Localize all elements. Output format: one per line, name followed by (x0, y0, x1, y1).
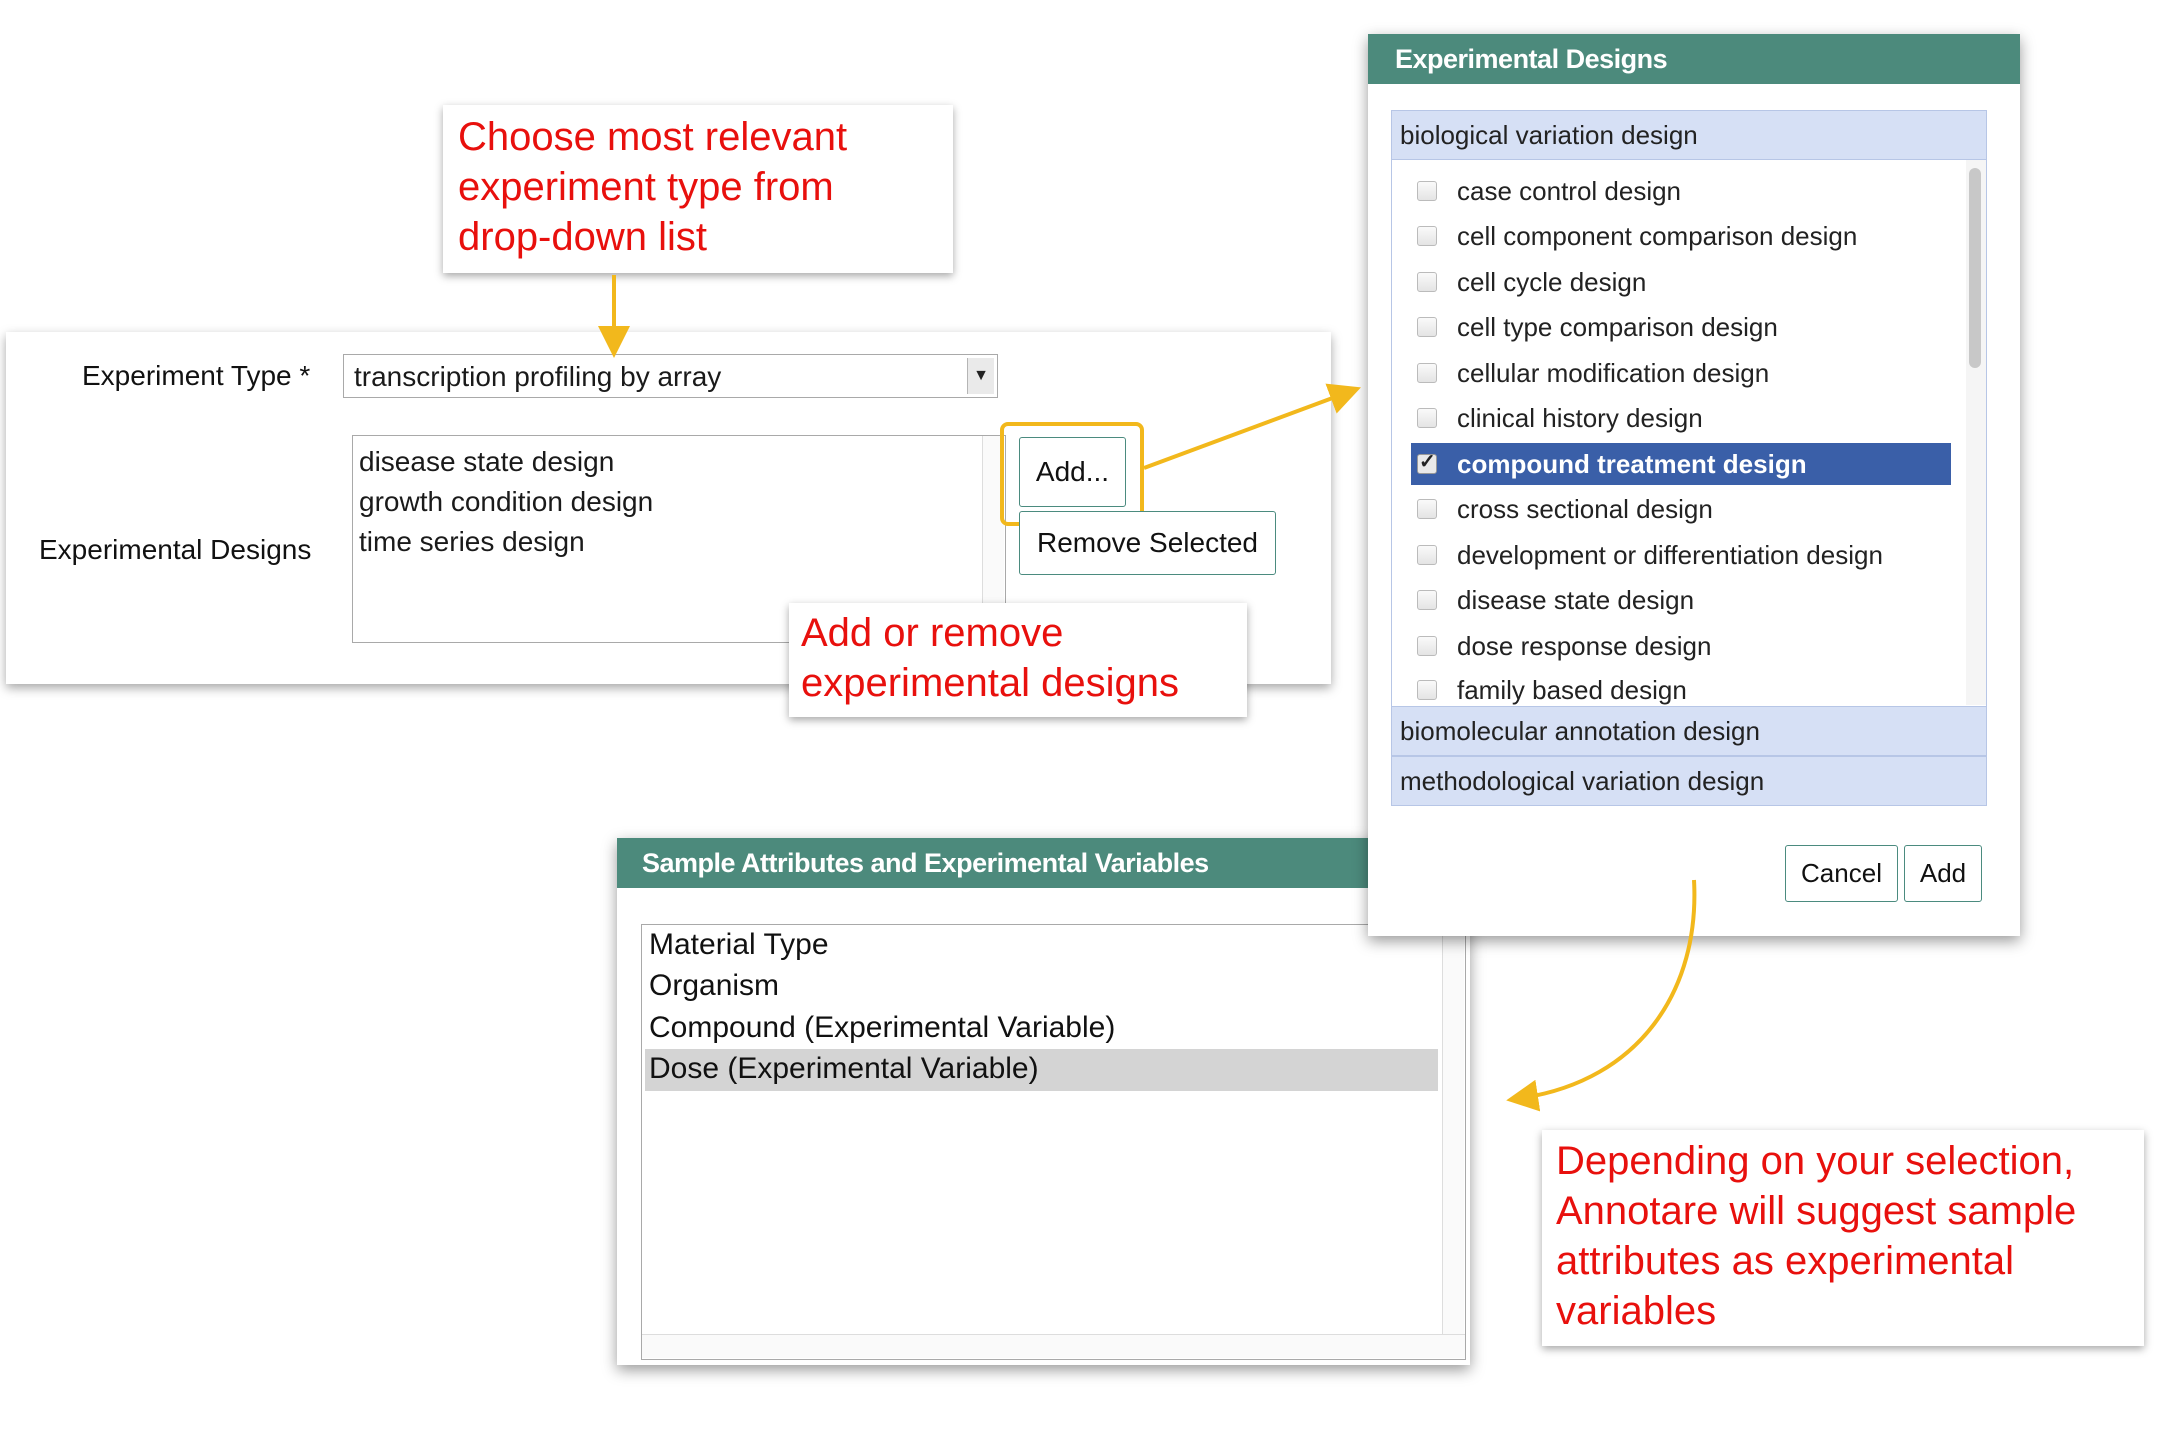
checkbox-icon[interactable] (1417, 636, 1437, 656)
design-item-label: development or differentiation design (1457, 540, 1883, 570)
accordion-header-biological[interactable]: biological variation design (1391, 110, 1987, 160)
design-item-label: cross sectional design (1457, 494, 1713, 524)
checkbox-icon[interactable] (1417, 680, 1437, 700)
experimental-designs-label: Experimental Designs (39, 534, 312, 565)
design-item-label: compound treatment design (1457, 449, 1807, 479)
design-item[interactable]: cell component comparison design (1411, 215, 1951, 257)
experiment-type-label: Experiment Type * (82, 360, 311, 391)
design-item-label: case control design (1457, 176, 1682, 206)
design-item-label: dose response design (1457, 631, 1712, 661)
design-item-label: cellular modification design (1457, 358, 1770, 388)
design-item-label: family based design (1457, 675, 1687, 705)
list-item[interactable]: time series design (359, 526, 585, 557)
list-item[interactable]: Organism (649, 969, 780, 1002)
callout-line: Choose most relevant (458, 115, 848, 159)
callout-add-remove: Add or remove experimental designs (789, 603, 1247, 717)
design-item-label: cell type comparison design (1457, 312, 1778, 342)
dialog-title: Sample Attributes and Experimental Varia… (617, 838, 1470, 888)
checkbox-icon[interactable] (1417, 363, 1437, 383)
design-item[interactable]: cross sectional design (1411, 488, 1951, 530)
design-item[interactable]: cell type comparison design (1411, 306, 1951, 348)
list-item[interactable]: Material Type (649, 928, 829, 961)
remove-selected-button[interactable]: Remove Selected (1019, 511, 1276, 575)
callout-line: attributes as experimental (1556, 1239, 2015, 1283)
checkbox-icon[interactable] (1417, 317, 1437, 337)
design-item-selected[interactable]: compound treatment design (1411, 443, 1951, 485)
design-item[interactable]: cellular modification design (1411, 352, 1951, 394)
checkbox-icon[interactable] (1417, 272, 1437, 292)
design-item-label: cell cycle design (1457, 267, 1647, 297)
design-list (1391, 160, 1987, 706)
design-item[interactable]: family based design (1411, 669, 1951, 705)
callout-line: experimental designs (801, 661, 1179, 705)
design-item[interactable]: dose response design (1411, 625, 1951, 667)
dialog-add-button[interactable]: Add (1904, 845, 1982, 902)
list-item[interactable]: disease state design (359, 446, 615, 477)
checkbox-icon[interactable] (1417, 590, 1437, 610)
list-scrollbar[interactable] (982, 436, 1004, 642)
callout-line: drop-down list (458, 215, 708, 259)
list-item[interactable]: growth condition design (359, 486, 654, 517)
design-item[interactable]: disease state design (1411, 579, 1951, 621)
callout-line: Add or remove (801, 611, 1064, 655)
attributes-hscrollbar[interactable] (642, 1334, 1465, 1358)
callout-line: experiment type from (458, 165, 834, 209)
dialog-title: Experimental Designs (1368, 34, 2020, 84)
experiment-type-value: transcription profiling by array (354, 361, 722, 392)
chevron-down-icon[interactable]: ▼ (967, 358, 994, 394)
accordion-header-methodological[interactable]: methodological variation design (1391, 756, 1987, 806)
checkbox-icon[interactable] (1417, 499, 1437, 519)
checkbox-checked-icon[interactable] (1417, 449, 1437, 474)
callout-line: variables (1556, 1289, 1717, 1333)
list-item[interactable]: Compound (Experimental Variable) (649, 1011, 1116, 1044)
design-item[interactable]: cell cycle design (1411, 261, 1951, 303)
design-item[interactable]: clinical history design (1411, 397, 1951, 439)
cancel-button[interactable]: Cancel (1785, 845, 1898, 902)
design-item-label: disease state design (1457, 585, 1695, 615)
checkbox-icon[interactable] (1417, 545, 1437, 565)
accordion-header-biomolecular[interactable]: biomolecular annotation design (1391, 706, 1987, 756)
arrow-right-icon (1143, 383, 1361, 470)
callout-line: Depending on your selection, (1556, 1139, 2075, 1183)
design-item-label: cell component comparison design (1457, 221, 1858, 251)
callout-suggest: Depending on your selection, Annotare wi… (1542, 1130, 2144, 1346)
design-item[interactable]: development or differentiation design (1411, 534, 1951, 576)
arrow-curve-icon (1506, 879, 1697, 1112)
checkbox-icon[interactable] (1417, 226, 1437, 246)
add-design-button[interactable]: Add... (1019, 437, 1126, 507)
list-item-selected[interactable]: Dose (Experimental Variable) (645, 1049, 1438, 1091)
attributes-list[interactable] (641, 924, 1466, 1360)
attributes-scrollbar[interactable] (1442, 926, 1464, 1334)
checkbox-icon[interactable] (1417, 408, 1437, 428)
callout-line: Annotare will suggest sample (1556, 1189, 2077, 1233)
experiment-type-select[interactable]: transcription profiling by array (343, 354, 998, 398)
scrollbar-thumb[interactable] (1969, 168, 1981, 368)
design-item[interactable]: case control design (1411, 170, 1951, 212)
checkbox-icon[interactable] (1417, 181, 1437, 201)
design-item-label: clinical history design (1457, 403, 1703, 433)
callout-choose-type: Choose most relevant experiment type fro… (443, 105, 953, 273)
